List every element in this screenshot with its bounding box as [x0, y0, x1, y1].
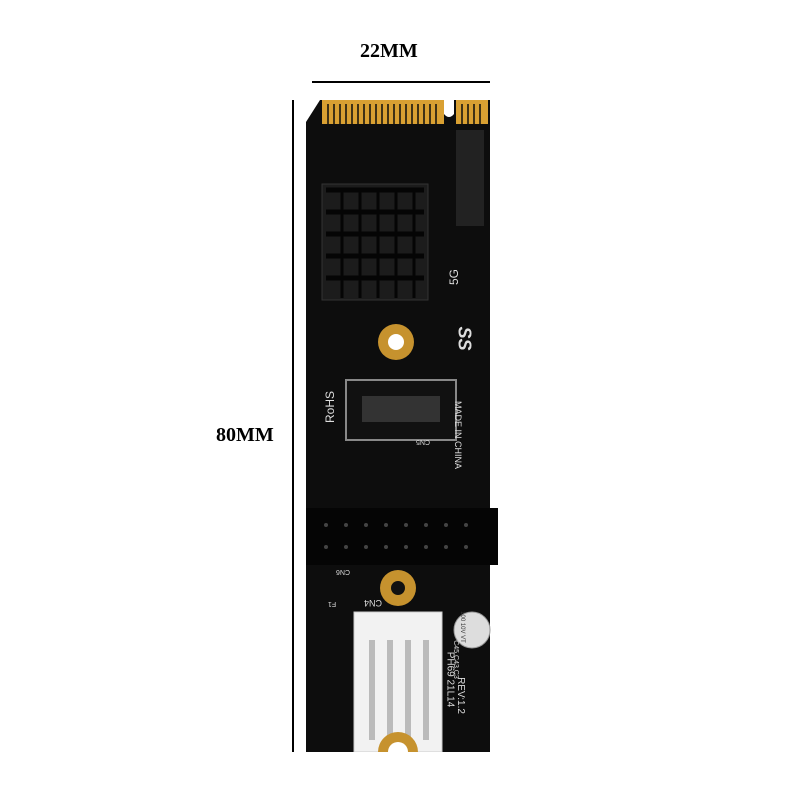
cn4-marking: CN4: [364, 598, 383, 608]
revision-marking: REV:1.2: [454, 677, 466, 714]
width-dimension-line: [312, 81, 490, 83]
capacitor-marking: 100 10V VT: [458, 611, 465, 643]
superspeed-logo: SS: [454, 326, 475, 351]
usb-header: [302, 508, 500, 565]
made-in-marking: MADE IN CHINA: [453, 400, 464, 470]
heatsink: [321, 183, 429, 301]
rohs-marking: RoHS: [323, 390, 338, 424]
fuse-marking: F1: [328, 600, 337, 607]
cn5-marking: CN5: [416, 438, 431, 445]
cn6-marking: CN6: [336, 568, 351, 575]
board-illustration: [302, 100, 500, 753]
gold-fingers: [322, 100, 488, 124]
width-label: 22MM: [360, 40, 418, 62]
m2-adapter-board: RoHS MADE IN CHINA 5G SS PH69 21L14 REV:…: [302, 100, 500, 753]
length-dimension-line: [292, 100, 294, 752]
speed-marking: 5G: [447, 268, 462, 286]
cap-ref-marking: C45 C43 C3: [451, 640, 459, 679]
length-label: 80MM: [216, 424, 274, 446]
